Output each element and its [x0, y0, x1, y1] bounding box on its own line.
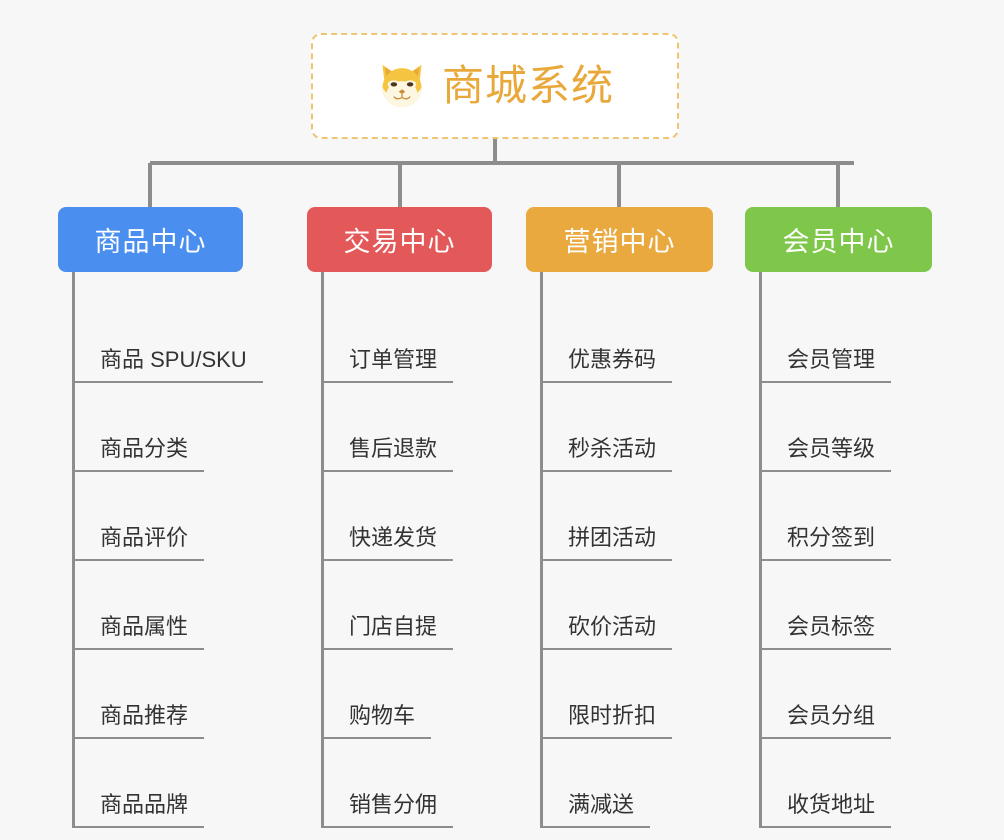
leaf-label: 销售分佣 [321, 792, 454, 828]
leaf-label: 会员分组 [759, 703, 892, 739]
branch-spine-2 [321, 272, 324, 828]
branch-交易中心: 交易中心 订单管理 售后退款 快递发货 门店自提 购物车 销售分佣 [307, 207, 557, 828]
leaf-label: 订单管理 [321, 347, 454, 383]
branch-body-3: 优惠券码 秒杀活动 拼团活动 砍价活动 限时折扣 满减送 [540, 272, 776, 828]
leaf-label: 门店自提 [321, 614, 454, 650]
list-item[interactable]: 限时折扣 [540, 650, 776, 739]
list-item[interactable]: 会员等级 [759, 383, 995, 472]
connector-drop-2 [398, 163, 402, 207]
list-item[interactable]: 积分签到 [759, 472, 995, 561]
leaf-label: 优惠券码 [540, 347, 673, 383]
branch-header-2[interactable]: 交易中心 [307, 207, 492, 272]
list-item[interactable]: 砍价活动 [540, 561, 776, 650]
list-item[interactable]: 门店自提 [321, 561, 557, 650]
branch-商品中心: 商品中心 商品 SPU/SKU 商品分类 商品评价 商品属性 商品推荐 商品品牌 [58, 207, 328, 828]
branch-body-1: 商品 SPU/SKU 商品分类 商品评价 商品属性 商品推荐 商品品牌 [72, 272, 328, 828]
leaf-label: 商品评价 [72, 525, 205, 561]
leaf-label: 砍价活动 [540, 614, 673, 650]
leaf-label: 收货地址 [759, 792, 892, 828]
leaf-label: 满减送 [540, 792, 651, 828]
branch-spine-3 [540, 272, 543, 828]
list-item[interactable]: 拼团活动 [540, 472, 776, 561]
list-item[interactable]: 售后退款 [321, 383, 557, 472]
connector-drop-4 [836, 163, 840, 207]
list-item[interactable]: 收货地址 [759, 739, 995, 828]
leaf-label: 商品 SPU/SKU [72, 347, 263, 383]
leaf-label: 商品推荐 [72, 703, 205, 739]
branch-header-3[interactable]: 营销中心 [526, 207, 713, 272]
connector-drop-1 [148, 163, 152, 207]
leaf-label: 商品属性 [72, 614, 205, 650]
list-item[interactable]: 商品 SPU/SKU [72, 294, 328, 383]
branch-营销中心: 营销中心 优惠券码 秒杀活动 拼团活动 砍价活动 限时折扣 满减送 [526, 207, 776, 828]
root-node[interactable]: 商城系统 [311, 33, 679, 139]
leaf-label: 会员管理 [759, 347, 892, 383]
list-item[interactable]: 秒杀活动 [540, 383, 776, 472]
leaf-label: 限时折扣 [540, 703, 673, 739]
shiba-dog-face-icon [382, 64, 422, 108]
connector-drop-3 [617, 163, 621, 207]
list-item[interactable]: 快递发货 [321, 472, 557, 561]
list-item[interactable]: 优惠券码 [540, 294, 776, 383]
list-item[interactable]: 会员标签 [759, 561, 995, 650]
leaf-label: 会员等级 [759, 436, 892, 472]
branch-spine-1 [72, 272, 75, 828]
leaf-label: 快递发货 [321, 525, 454, 561]
branch-会员中心: 会员中心 会员管理 会员等级 积分签到 会员标签 会员分组 收货地址 [745, 207, 995, 828]
leaf-label: 拼团活动 [540, 525, 673, 561]
leaf-label: 商品品牌 [72, 792, 205, 828]
root-title: 商城系统 [441, 62, 614, 109]
list-item[interactable]: 商品属性 [72, 561, 328, 650]
list-item[interactable]: 商品品牌 [72, 739, 328, 828]
connector-root-stem [493, 139, 497, 163]
connector-horizontal-bus [150, 161, 854, 165]
list-item[interactable]: 会员管理 [759, 294, 995, 383]
list-item[interactable]: 订单管理 [321, 294, 557, 383]
list-item[interactable]: 商品分类 [72, 383, 328, 472]
branch-header-4[interactable]: 会员中心 [745, 207, 932, 272]
branch-spine-4 [759, 272, 762, 828]
branch-body-2: 订单管理 售后退款 快递发货 门店自提 购物车 销售分佣 [321, 272, 557, 828]
list-item[interactable]: 商品评价 [72, 472, 328, 561]
list-item[interactable]: 满减送 [540, 739, 776, 828]
list-item[interactable]: 商品推荐 [72, 650, 328, 739]
leaf-label: 秒杀活动 [540, 436, 673, 472]
list-item[interactable]: 会员分组 [759, 650, 995, 739]
leaf-label: 积分签到 [759, 525, 892, 561]
leaf-label: 售后退款 [321, 436, 454, 472]
branch-header-1[interactable]: 商品中心 [58, 207, 243, 272]
branch-body-4: 会员管理 会员等级 积分签到 会员标签 会员分组 收货地址 [759, 272, 995, 828]
leaf-label: 购物车 [321, 703, 432, 739]
leaf-label: 商品分类 [72, 436, 205, 472]
list-item[interactable]: 销售分佣 [321, 739, 557, 828]
leaf-label: 会员标签 [759, 614, 892, 650]
list-item[interactable]: 购物车 [321, 650, 557, 739]
